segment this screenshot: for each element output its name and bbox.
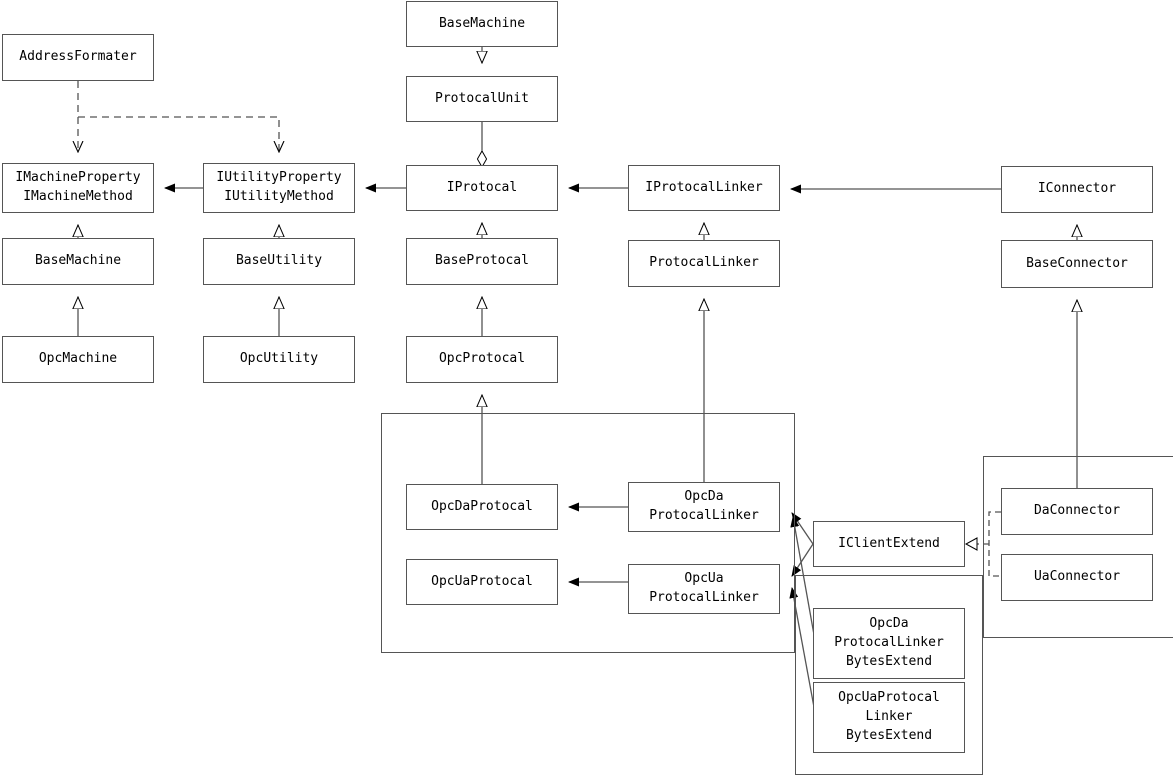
class-node-iutilityproperty[interactable]: IUtilityProperty IUtilityMethod bbox=[203, 163, 355, 213]
class-node-addressformater[interactable]: AddressFormater bbox=[2, 34, 154, 81]
class-node-iconnector[interactable]: IConnector bbox=[1001, 166, 1153, 213]
class-node-daconnector[interactable]: DaConnector bbox=[1001, 488, 1153, 535]
class-node-opcuaprotocallinker[interactable]: OpcUa ProtocalLinker bbox=[628, 564, 780, 614]
class-node-opcutility[interactable]: OpcUtility bbox=[203, 336, 355, 383]
class-node-opcuaprotocallinkerbytesextend[interactable]: OpcUaProtocal Linker BytesExtend bbox=[813, 682, 965, 753]
class-node-opcuaprotocal[interactable]: OpcUaProtocal bbox=[406, 559, 558, 605]
class-node-opcdaprotocallinker[interactable]: OpcDa ProtocalLinker bbox=[628, 482, 780, 532]
class-node-iprotocallinker[interactable]: IProtocalLinker bbox=[628, 165, 780, 211]
class-node-protocallinker[interactable]: ProtocalLinker bbox=[628, 240, 780, 287]
class-node-protocalunit[interactable]: ProtocalUnit bbox=[406, 76, 558, 122]
group-box-protocal-group bbox=[381, 413, 795, 653]
edge-addressformater-iutility bbox=[78, 116, 279, 152]
edge-connectors-iclientextend-arrowhead bbox=[964, 537, 978, 551]
edge-iclientextend-opcualinker bbox=[791, 543, 814, 577]
class-node-opcdaprotocallinkerbytesextend[interactable]: OpcDa ProtocalLinker BytesExtend bbox=[813, 608, 965, 679]
class-node-basemachine[interactable]: BaseMachine bbox=[2, 238, 154, 285]
class-node-iclientextend[interactable]: IClientExtend bbox=[813, 521, 965, 567]
class-node-opcdaprotocal[interactable]: OpcDaProtocal bbox=[406, 484, 558, 530]
class-node-basemachine-top[interactable]: BaseMachine bbox=[406, 1, 558, 47]
class-node-baseprotocal[interactable]: BaseProtocal bbox=[406, 238, 558, 285]
class-node-uaconnector[interactable]: UaConnector bbox=[1001, 554, 1153, 601]
class-node-baseutility[interactable]: BaseUtility bbox=[203, 238, 355, 285]
class-node-imachineproperty[interactable]: IMachineProperty IMachineMethod bbox=[2, 163, 154, 213]
class-node-opcmachine[interactable]: OpcMachine bbox=[2, 336, 154, 383]
class-node-iprotocal[interactable]: IProtocal bbox=[406, 165, 558, 211]
class-node-opcprotocal[interactable]: OpcProtocal bbox=[406, 336, 558, 383]
group-box-connector-group bbox=[983, 456, 1173, 638]
class-node-baseconnector[interactable]: BaseConnector bbox=[1001, 240, 1153, 288]
edge-iclientextend-opcdalinker bbox=[791, 512, 814, 545]
